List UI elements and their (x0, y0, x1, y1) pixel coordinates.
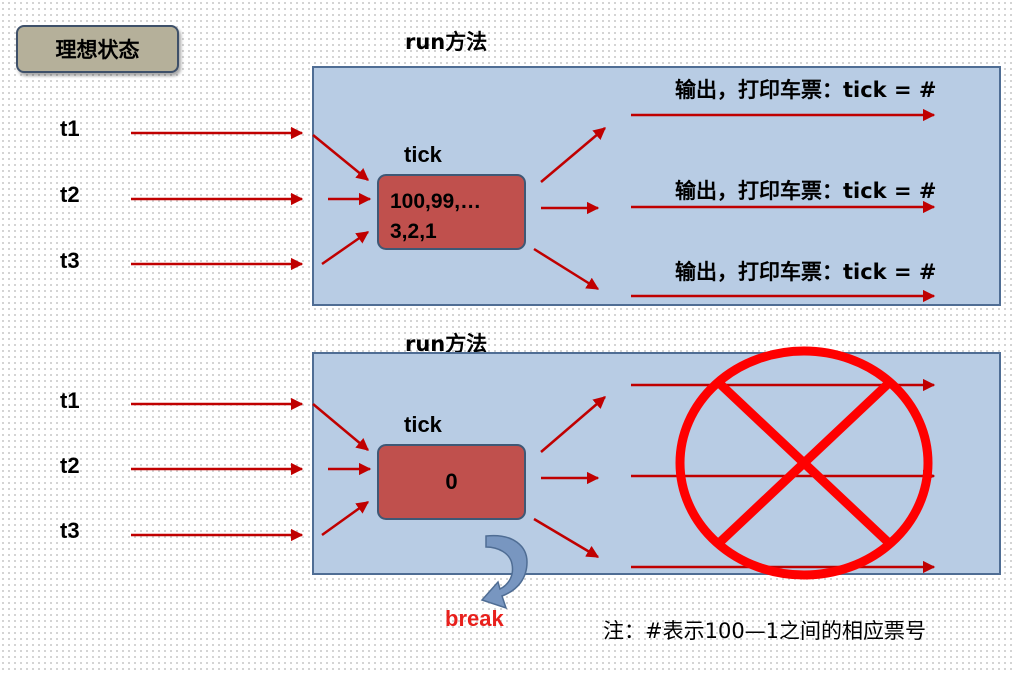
output-text-3: 输出，打印车票：tick = # (675, 260, 937, 284)
arrow-out-1-top (540, 127, 606, 183)
tick-box-top: 100,99,… 3,2,1 (377, 174, 526, 250)
thread-t1-bottom: t1 (60, 388, 80, 413)
top-run-method-title: run方法 (405, 30, 488, 54)
tick-label-bottom: tick (404, 412, 442, 437)
tick-values-line2: 3,2,1 (390, 220, 437, 243)
arrow-in-1-bottom (312, 403, 369, 451)
arrow-out-3-bottom (533, 517, 600, 559)
tick-value-zero: 0 (445, 469, 458, 494)
output-text-2: 输出，打印车票：tick = # (675, 179, 937, 203)
break-label: break (445, 606, 504, 631)
tick-values-line1: 100,99,… (390, 190, 482, 213)
thread-t2-top: t2 (60, 182, 80, 207)
thread-t3-top: t3 (60, 248, 80, 273)
top-run-method-panel (312, 66, 1001, 306)
arrow-in-1-top (312, 134, 369, 181)
arrow-out-3-top (533, 247, 600, 291)
thread-t3-bottom: t3 (60, 518, 80, 543)
tick-box-bottom: 0 (377, 444, 526, 520)
tick-label-top: tick (404, 142, 442, 167)
thread-t2-bottom: t2 (60, 453, 80, 478)
curved-break-arrow-icon (480, 534, 528, 610)
cross-out-icon (675, 346, 933, 580)
arrow-in-3-bottom (321, 500, 370, 537)
footnote: 注：#表示100—1之间的相应票号 (603, 619, 927, 643)
arrow-out-1-bottom (540, 396, 606, 453)
arrow-in-3-top (321, 230, 370, 266)
ideal-state-label: 理想状态 (16, 25, 179, 73)
thread-t1-top: t1 (60, 116, 80, 141)
output-text-1: 输出，打印车票：tick = # (675, 78, 937, 102)
